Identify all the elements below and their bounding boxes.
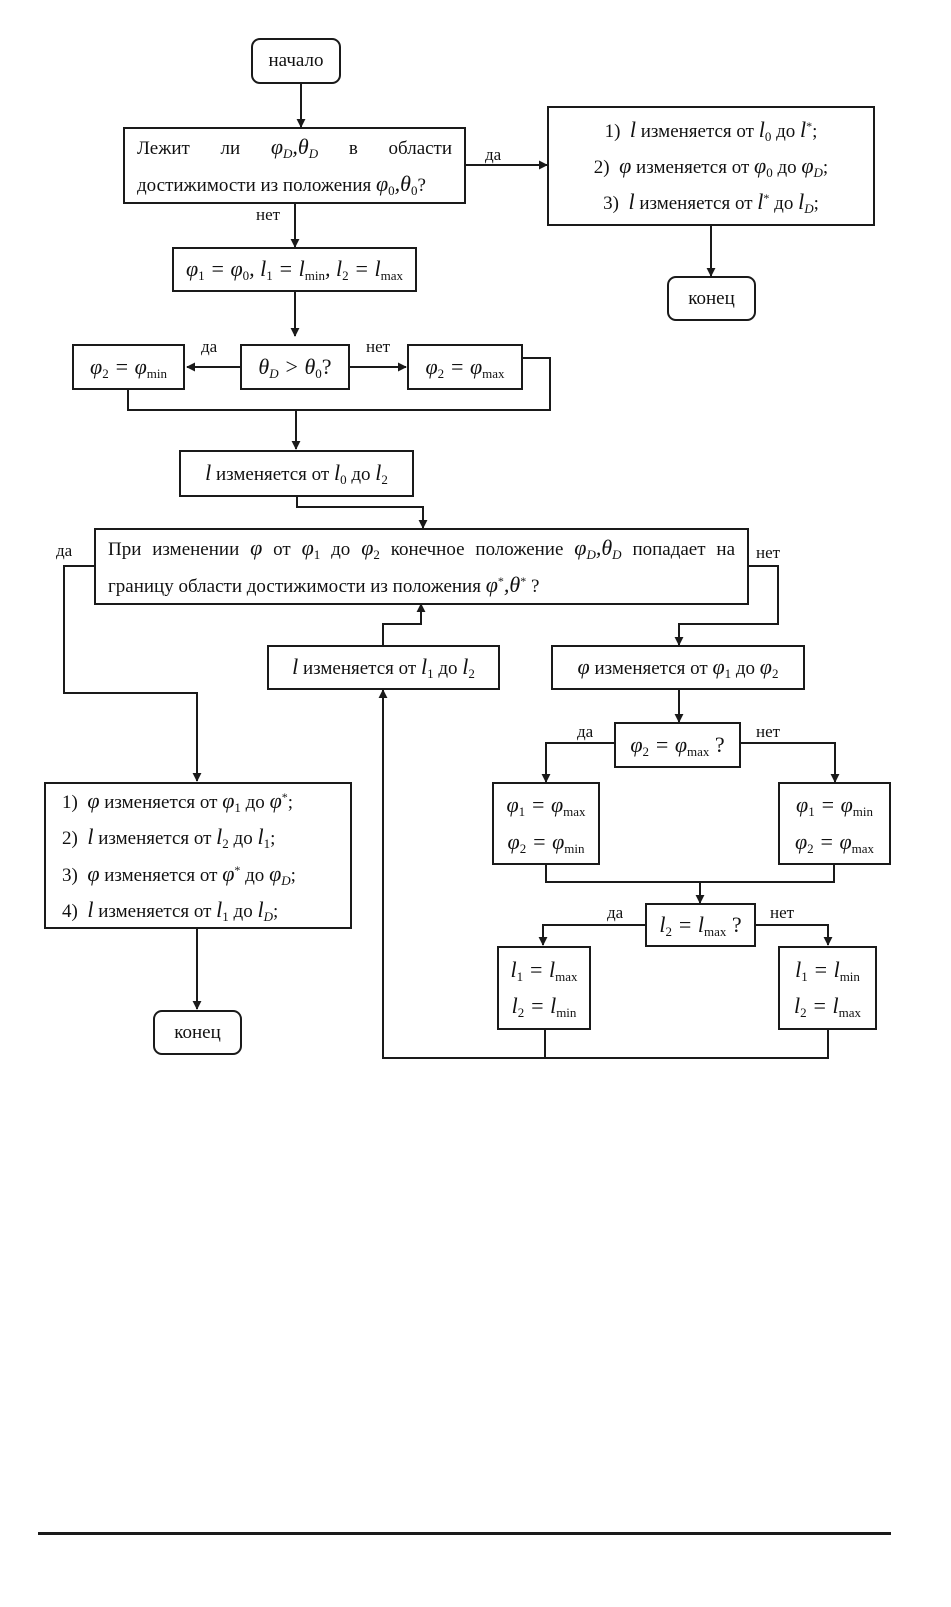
end-label: конец [688, 287, 735, 309]
edge-label-phi2max-yes: да [577, 722, 594, 741]
phi2-min-box: φ2 = φmin [72, 344, 185, 390]
phi2-min-formula: φ2 = φmin [90, 353, 167, 381]
theta-check-formula: θD > θ0? [258, 353, 332, 381]
start-label: начало [268, 50, 324, 72]
edge-phi2max-no [740, 742, 840, 783]
reachability-check-box: Лежит ли φD,θD в области достижимости из… [123, 127, 466, 204]
swap-l-yes-box: l1 = lmax l2 = lmin [497, 946, 591, 1030]
l-l0-l2-box: l изменяется от l0 до l2 [179, 450, 414, 497]
theta-check-box: θD > θ0? [240, 344, 350, 390]
swap-phi-yes-box: φ1 = φmax φ2 = φmin [492, 782, 600, 865]
swap-l-no-box: l1 = lmin l2 = lmax [778, 946, 877, 1030]
phi2-max-formula: φ2 = φmax [425, 353, 505, 381]
boundary-check-box: При изменении φ от φ1 до φ2 конечное пол… [94, 528, 749, 605]
edge-boundary-yes [63, 565, 202, 782]
edge-label-theta-no: нет [366, 337, 391, 356]
final-steps-box: 1) φ изменяется от φ1 до φ*; 2) l изменя… [44, 782, 352, 929]
edge-swapphi-merge [545, 864, 835, 883]
final-step-3: 3) φ изменяется от φ* до φD; [62, 860, 296, 888]
direct-steps-box: 1) l изменяется от l0 до l*; 2) φ изменя… [547, 106, 875, 226]
l-l1-l2-box: l изменяется от l1 до l2 [267, 645, 500, 690]
phi-phi1-phi2-text: φ изменяется от φ1 до φ2 [577, 654, 779, 682]
init-formula: φ1 = φ0, l1 = lmin, l2 = lmax [185, 256, 404, 284]
edge-loop-back [378, 689, 546, 1059]
l-l1-l2-text: l изменяется от l1 до l2 [292, 654, 475, 682]
edge-label-reachable-no: нет [256, 205, 281, 224]
edge-label-boundary-no: нет [756, 543, 781, 562]
l2-is-max-formula: l2 = lmax ? [659, 911, 742, 939]
reachability-check-line1: Лежит ли φD,θD в области [137, 134, 453, 162]
final-step-4: 4) l изменяется от l1 до lD; [62, 896, 279, 924]
final-step-2: 2) l изменяется от l2 до l1; [62, 824, 276, 852]
edge-label-l2max-yes: да [607, 903, 624, 922]
swap-phi-no-box: φ1 = φmin φ2 = φmax [778, 782, 891, 865]
start-terminator: начало [251, 38, 341, 84]
phi2-max-box: φ2 = φmax [407, 344, 523, 390]
edge-l2max-yes [538, 924, 645, 946]
edge-phi2max-yes [541, 742, 614, 783]
phi-phi1-phi2-box: φ изменяется от φ1 до φ2 [551, 645, 805, 690]
end-terminator-bottom: конец [153, 1010, 242, 1055]
l2-is-max-box: l2 = lmax ? [645, 903, 756, 947]
edge-label-phi2max-no: нет [756, 722, 781, 741]
edge-label-boundary-yes: да [56, 541, 73, 560]
end-label: конец [174, 1021, 221, 1043]
direct-step-2: 2) φ изменяется от φ0 до φD; [593, 152, 829, 180]
l-l0-l2-text: l изменяется от l0 до l2 [205, 460, 388, 488]
end-terminator-top: конец [667, 276, 756, 321]
direct-step-3: 3) l изменяется от l* до lD; [603, 189, 819, 217]
reachability-check-line2: достижимости из положения φ0,θ0? [137, 170, 426, 198]
phi2-is-max-formula: φ2 = φmax ? [630, 731, 725, 759]
edge-label-theta-yes: да [201, 337, 218, 356]
edge-boundary-no [674, 565, 779, 646]
boundary-check-line2: границу области достижимости из положени… [108, 571, 540, 597]
phi2-is-max-box: φ2 = φmax ? [614, 722, 741, 768]
edge-swapl-no-merge [545, 1030, 829, 1059]
direct-step-1: 1) l изменяется от l0 до l*; [604, 116, 818, 144]
boundary-check-line1: При изменении φ от φ1 до φ2 конечное пол… [108, 535, 736, 563]
final-step-1: 1) φ изменяется от φ1 до φ*; [62, 787, 294, 815]
edge-phi2-merge [127, 357, 551, 411]
edge-l2max-no [755, 924, 833, 946]
edge-label-l2max-no: нет [770, 903, 795, 922]
init-box: φ1 = φ0, l1 = lmin, l2 = lmax [172, 247, 417, 292]
page-footer-rule [38, 1532, 891, 1535]
edge-label-reachable-yes: да [485, 145, 502, 164]
edge-l12-to-boundary [382, 603, 426, 645]
